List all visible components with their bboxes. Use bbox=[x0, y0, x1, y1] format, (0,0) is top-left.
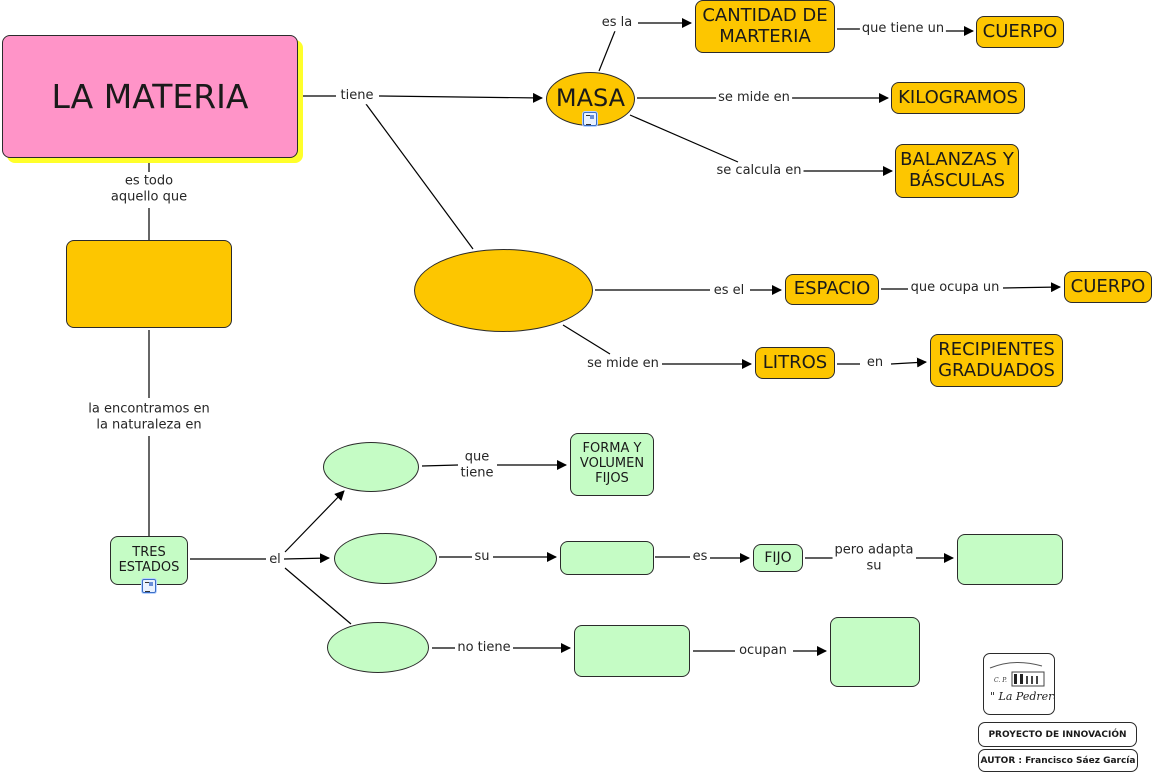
link-line bbox=[1002, 282, 1061, 293]
concept-recipientes-graduados[interactable]: RECIPIENTES GRADUADOS bbox=[930, 334, 1063, 387]
concept-blank-state-3[interactable] bbox=[327, 622, 429, 673]
link-label-es[interactable]: es bbox=[690, 549, 710, 565]
concept-fijo[interactable]: FIJO bbox=[753, 544, 803, 572]
link-label-que-tiene[interactable]: que tiene bbox=[458, 449, 496, 481]
link-line bbox=[629, 114, 739, 163]
link-label-no-tiene[interactable]: no tiene bbox=[455, 640, 513, 656]
document-icon[interactable] bbox=[583, 112, 597, 126]
author-label: AUTOR : Francisco Sáez García bbox=[978, 749, 1138, 772]
link-label-que-ocupa-un[interactable]: que ocupa un bbox=[908, 280, 1002, 296]
concept-espacio[interactable]: ESPACIO bbox=[785, 274, 879, 305]
concept-blank-volumen[interactable] bbox=[414, 249, 593, 332]
link-line bbox=[421, 464, 459, 467]
concept-blank-definition[interactable] bbox=[66, 240, 232, 328]
concept-blank-state-2[interactable] bbox=[334, 533, 437, 584]
concept-litros[interactable]: LITROS bbox=[755, 347, 835, 379]
link-line bbox=[562, 324, 611, 355]
link-label-es-la[interactable]: es la bbox=[599, 15, 635, 31]
link-label-es-el[interactable]: es el bbox=[711, 283, 747, 299]
concept-blank-adapt[interactable] bbox=[957, 534, 1063, 585]
link-label-se-mide-en[interactable]: se mide en bbox=[716, 90, 792, 106]
concept-tres-estados[interactable]: TRES ESTADOS bbox=[110, 536, 188, 585]
link-line bbox=[283, 553, 330, 564]
link-line bbox=[284, 490, 345, 553]
concept-la-materia[interactable]: LA MATERIA bbox=[2, 35, 298, 158]
school-logo: C. P. " La Pedrera" bbox=[983, 653, 1065, 715]
link-line bbox=[890, 357, 927, 368]
link-line bbox=[378, 92, 543, 103]
logo-initials: C. P. bbox=[994, 677, 1007, 684]
link-label-la-encontramos[interactable]: la encontramos en la naturaleza en bbox=[86, 401, 212, 433]
link-label-tiene[interactable]: tiene bbox=[338, 88, 376, 104]
link-label-pero-adapta-su[interactable]: pero adapta su bbox=[832, 542, 916, 574]
document-icon[interactable] bbox=[142, 579, 156, 593]
link-label-se-calcula-en[interactable]: se calcula en bbox=[714, 163, 804, 179]
link-label-que-tiene-un[interactable]: que tiene un bbox=[859, 21, 947, 37]
link-label-es-todo-aquello-que[interactable]: es todo aquello que bbox=[108, 173, 190, 205]
project-label: PROYECTO DE INNOVACIÓN bbox=[978, 722, 1137, 747]
concept-balanzas-y-basculas[interactable]: BALANZAS Y BÁSCULAS bbox=[895, 144, 1019, 198]
concept-blank-property-3[interactable] bbox=[574, 625, 690, 677]
link-label-su[interactable]: su bbox=[472, 549, 492, 565]
logo-name: " La Pedrera" bbox=[990, 690, 1054, 703]
concept-forma-y-volumen-fijos[interactable]: FORMA Y VOLUMEN FIJOS bbox=[570, 433, 654, 496]
link-label-el[interactable]: el bbox=[267, 552, 283, 568]
link-label-en[interactable]: en bbox=[864, 355, 886, 371]
concept-cuerpo-2[interactable]: CUERPO bbox=[1064, 271, 1152, 303]
link-line bbox=[284, 567, 352, 625]
concept-cuerpo[interactable]: CUERPO bbox=[976, 16, 1064, 48]
building-icon: C. P. " La Pedrera" bbox=[989, 662, 1065, 703]
link-label-ocupan[interactable]: ocupan bbox=[737, 643, 789, 659]
concept-cantidad-de-materia[interactable]: CANTIDAD DE MARTERIA bbox=[695, 0, 835, 53]
link-line bbox=[598, 30, 616, 72]
concept-blank-state-1[interactable] bbox=[323, 442, 419, 492]
concept-blank-occupy[interactable] bbox=[830, 617, 920, 687]
link-line bbox=[365, 103, 474, 250]
concept-kilogramos[interactable]: KILOGRAMOS bbox=[891, 82, 1025, 114]
concept-blank-property-2[interactable] bbox=[560, 541, 654, 575]
link-label-se-mide-en-2[interactable]: se mide en bbox=[585, 356, 661, 372]
